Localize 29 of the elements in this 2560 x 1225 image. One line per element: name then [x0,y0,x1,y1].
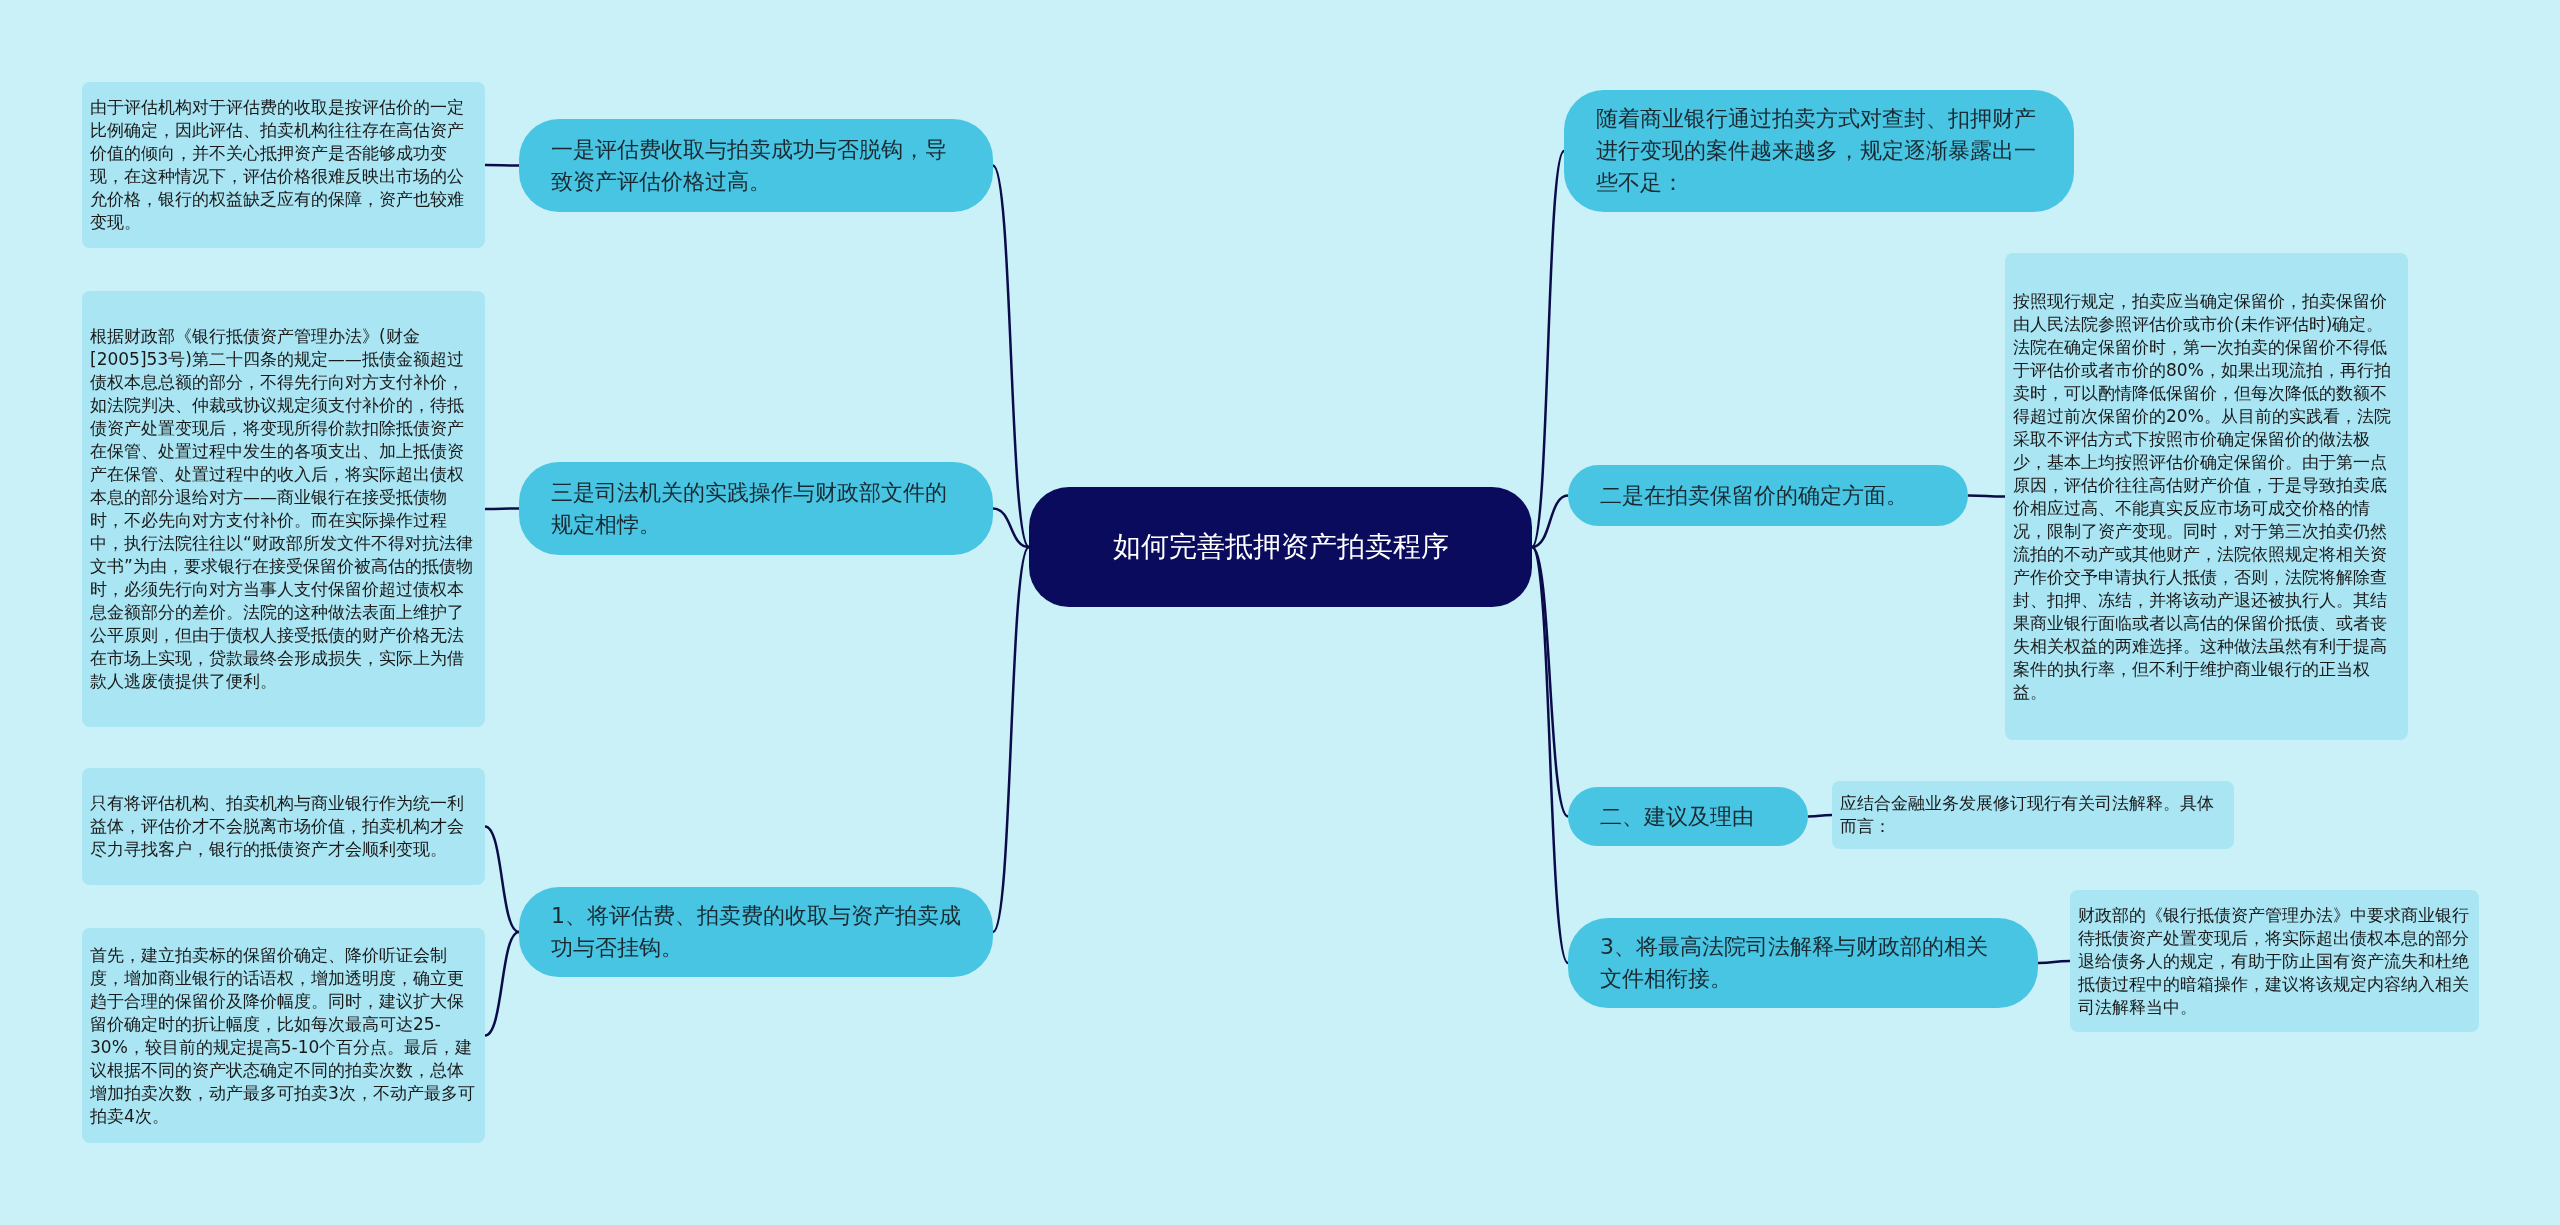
connector-line [1531,546,1569,818]
note-card: 财政部的《银行抵债资产管理办法》中要求商业银行待抵债资产处置变现后，将实际超出债权本息的部分退给债务人的规定，有助于防止国有资产流失和杜绝抵债过程中的暗箱操作，建议将该规定内容纳入相关司法解释当中。 [2070,890,2479,1032]
connector-line [1531,494,1569,549]
branch-topic: 随着商业银行通过拍卖方式对查封、扣押财产进行变现的案件越来越多，规定逐渐暴露出一些不足： [1564,90,2074,212]
note-card: 由于评估机构对于评估费的收取是按评估价的一定比例确定，因此评估、拍卖机构往往存在高估资产价值的倾向，并不关心抵押资产是否能够成功变现，在这种情况下，评估价格很难反映出市场的公允价格，银行的权益缺乏应有的保障，资产也较难变现。 [82,82,485,248]
connector-line [991,164,1031,548]
branch-topic: 二是在拍卖保留价的确定方面。 [1568,465,1968,526]
note-card: 只有将评估机构、拍卖机构与商业银行作为统一利益体，评估价才不会脱离市场价值，拍卖机构才会尽力寻找客户，银行的抵债资产才会顺利变现。 [82,768,485,885]
connector-line [1968,494,2005,498]
connector-line [485,163,519,167]
note-card: 应结合金融业务发展修订现行有关司法解释。具体而言： [1832,781,2234,849]
connector-line [485,507,519,511]
connector-line [1808,813,1832,818]
note-card: 根据财政部《银行抵债资产管理办法》(财金[2005]53号)第二十四条的规定——抵债金额超过债权本息总额的部分，不得先行向对方支付补价，如法院判决、仲裁或协议规定须支付补价的，待抵债资产处置变现后，将变现所得价款扣除抵债资产在保管、处置过程中发生的各项支出、加上抵债资产在保管、处置过程中的收入后，将实际超出债权本息的部分退给对方——商业银行在接受抵债物时，不必先向对方支付补价。而在实际操作过程中，执行法院往往以“财政部所发文件不得对抗法律文书”为由，要求银行在接受保留价被高估的抵债物时，必须先行向对方当事人支付保留价超过债权本息金额部分的差价。法院的这种做法表面上维护了公平原则，但由于债权人接受抵债的财产价格无法在市场上实现，贷款最终会形成损失，实际上为借款人逃废债提供了便利。 [82,291,485,727]
connector-line [484,930,520,1037]
note-card: 首先，建立拍卖标的保留价确定、降价听证会制度，增加商业银行的话语权，增加透明度，确立更趋于合理的保留价及降价幅度。同时，建议扩大保留价确定时的折让幅度，比如每次最高可达25-30%，较目前的规定提高5-10个百分点。最后，建议根据不同的资产状态确定不同的拍卖次数，总体增加拍卖次数，动产最多可拍卖3次，不动产最多可拍卖4次。 [82,928,485,1143]
branch-topic: 三是司法机关的实践操作与财政部文件的规定相悖。 [519,462,993,555]
connector-line [991,546,1031,933]
central-topic: 如何完善抵押资产拍卖程序 [1029,487,1532,607]
branch-topic: 一是评估费收取与拍卖成功与否脱钩，导致资产评估价格过高。 [519,119,993,212]
branch-topic: 3、将最高法院司法解释与财政部的相关文件相衔接。 [1568,918,2038,1008]
note-card: 按照现行规定，拍卖应当确定保留价，拍卖保留价由人民法院参照评估价或市价(未作评估时)确定。法院在确定保留价时，第一次拍卖的保留价不得低于评估价或者市价的80%，如果出现流拍，再行拍卖时，可以酌情降低保留价，但每次降低的数额不得超过前次保留价的20%。从目前的实践看，法院采取不评估方式下按照市价确定保留价的做法极少，基本上均按照评估价确定保留价。由于第一点原因，评估价往往高估财产价值，于是导致拍卖底价相应过高、不能真实反应市场可成交价格的情况，限制了资产变现。同时，对于第三次拍卖仍然流拍的不动产或其他财产，法院依照规定将相关资产作价交予申请执行人抵债，否则，法院将解除查封、扣押、冻结，并将该动产退还被执行人。其结果商业银行面临或者以高估的保留价抵债、或者丧失相关权益的两难选择。这种做法虽然有利于提高案件的执行率，但不利于维护商业银行的正当权益。 [2005,253,2408,740]
connector-line [2038,959,2070,965]
connector-line [484,825,520,934]
branch-topic: 1、将评估费、拍卖费的收取与资产拍卖成功与否挂钩。 [519,887,993,977]
branch-topic: 二、建议及理由 [1568,787,1808,846]
connector-line [1530,150,1566,548]
connector-line [1530,546,1570,964]
connector-line [992,507,1030,549]
